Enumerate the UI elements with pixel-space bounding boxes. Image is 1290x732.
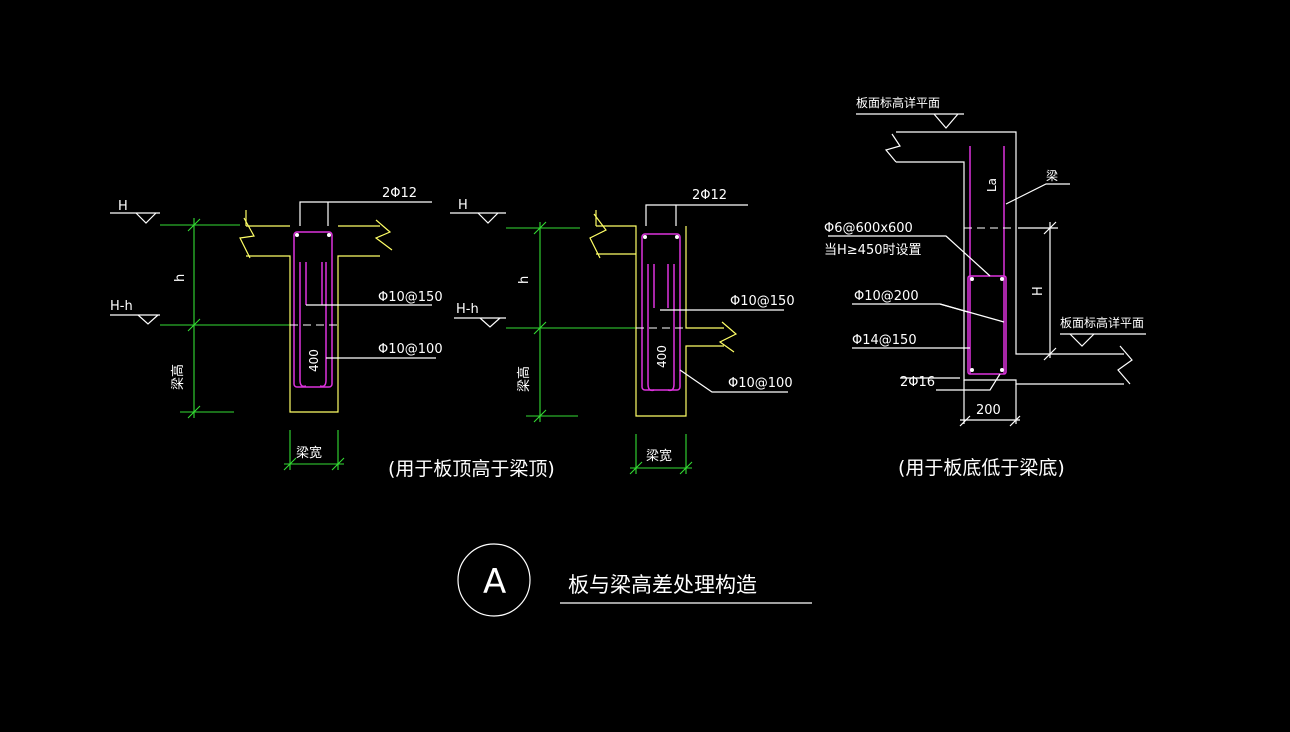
dim-beam-width: 梁宽 [296, 445, 322, 461]
dim-width: 200 [976, 403, 1001, 418]
label-bar-stirrup: Φ10@100 [728, 376, 793, 391]
dim-400: 400 [307, 349, 321, 372]
title-block: A 板与梁高差处理构造 [457, 543, 812, 617]
label-bar-horizontal: Φ10@200 [854, 289, 919, 304]
dim-H: H [1031, 286, 1046, 296]
drawing-title: 板与梁高差处理构造 [568, 573, 757, 597]
mesh-label-line1: Φ6@600x600 [824, 221, 913, 236]
concrete-outline [589, 210, 738, 417]
detail-1: H H-h h 梁高 [110, 186, 443, 471]
width-dimension: 梁宽 [283, 430, 345, 471]
level-mark-low: H-h [454, 302, 506, 328]
width-dimension: 梁宽 [629, 434, 693, 475]
level-mark-low: 板面标高详平面 [1060, 315, 1146, 347]
label-bar-bottom: 2Φ16 [900, 375, 935, 390]
dim-beam-height: 梁高 [170, 364, 186, 390]
level-label-top: 板面标高详平面 [856, 95, 940, 110]
leaders [828, 183, 1070, 391]
anchor-label: La [985, 178, 999, 192]
leaders [645, 204, 788, 393]
dim-beam-height: 梁高 [516, 366, 532, 392]
level-label-top: H [118, 199, 128, 214]
level-label-low: H-h [456, 302, 479, 317]
dim-h: h [517, 276, 532, 284]
detail-3: 板面标高详平面 板面标高详平面 [824, 95, 1146, 427]
dim-beam-width: 梁宽 [646, 448, 672, 464]
level-label-low: H-h [110, 299, 133, 314]
dim-400: 400 [655, 345, 669, 368]
detail-mark-letter: A [483, 562, 506, 602]
level-mark-top: H [110, 199, 160, 224]
dimension-chain: h 梁高 [506, 221, 636, 423]
label-bar-haunch: Φ10@150 [730, 294, 795, 309]
label-bar-stirrup: Φ10@100 [378, 342, 443, 357]
label-bar-top: 2Φ12 [692, 188, 727, 203]
detail-2: H H-h h 梁高 [450, 188, 795, 475]
concrete-outline [239, 210, 393, 413]
dim-h: h [173, 274, 188, 282]
beam-label: 梁 [1046, 168, 1058, 183]
caption-right: (用于板底低于梁底) [898, 457, 1065, 479]
level-mark-low: H-h [110, 299, 160, 325]
rebar-cage [641, 233, 681, 392]
level-label-top: H [458, 198, 468, 213]
dimension-chain: h 梁高 [160, 218, 290, 419]
level-mark-top: H [450, 198, 506, 224]
detail-mark-circle [457, 543, 531, 617]
rebar-cage [293, 231, 333, 388]
concrete-outline [884, 131, 1133, 427]
label-bar-top: 2Φ12 [382, 186, 417, 201]
caption-left: (用于板顶高于梁顶) [388, 458, 555, 480]
label-bar-vertical: Φ14@150 [852, 333, 917, 348]
label-bar-haunch: Φ10@150 [378, 290, 443, 305]
level-label-low: 板面标高详平面 [1060, 315, 1144, 330]
rebar-cage [967, 146, 1007, 375]
H-dimension: H [1018, 221, 1058, 361]
mesh-label-line2: 当H≥450时设置 [824, 243, 921, 258]
leaders [299, 201, 436, 359]
level-mark-top: 板面标高详平面 [856, 95, 964, 129]
